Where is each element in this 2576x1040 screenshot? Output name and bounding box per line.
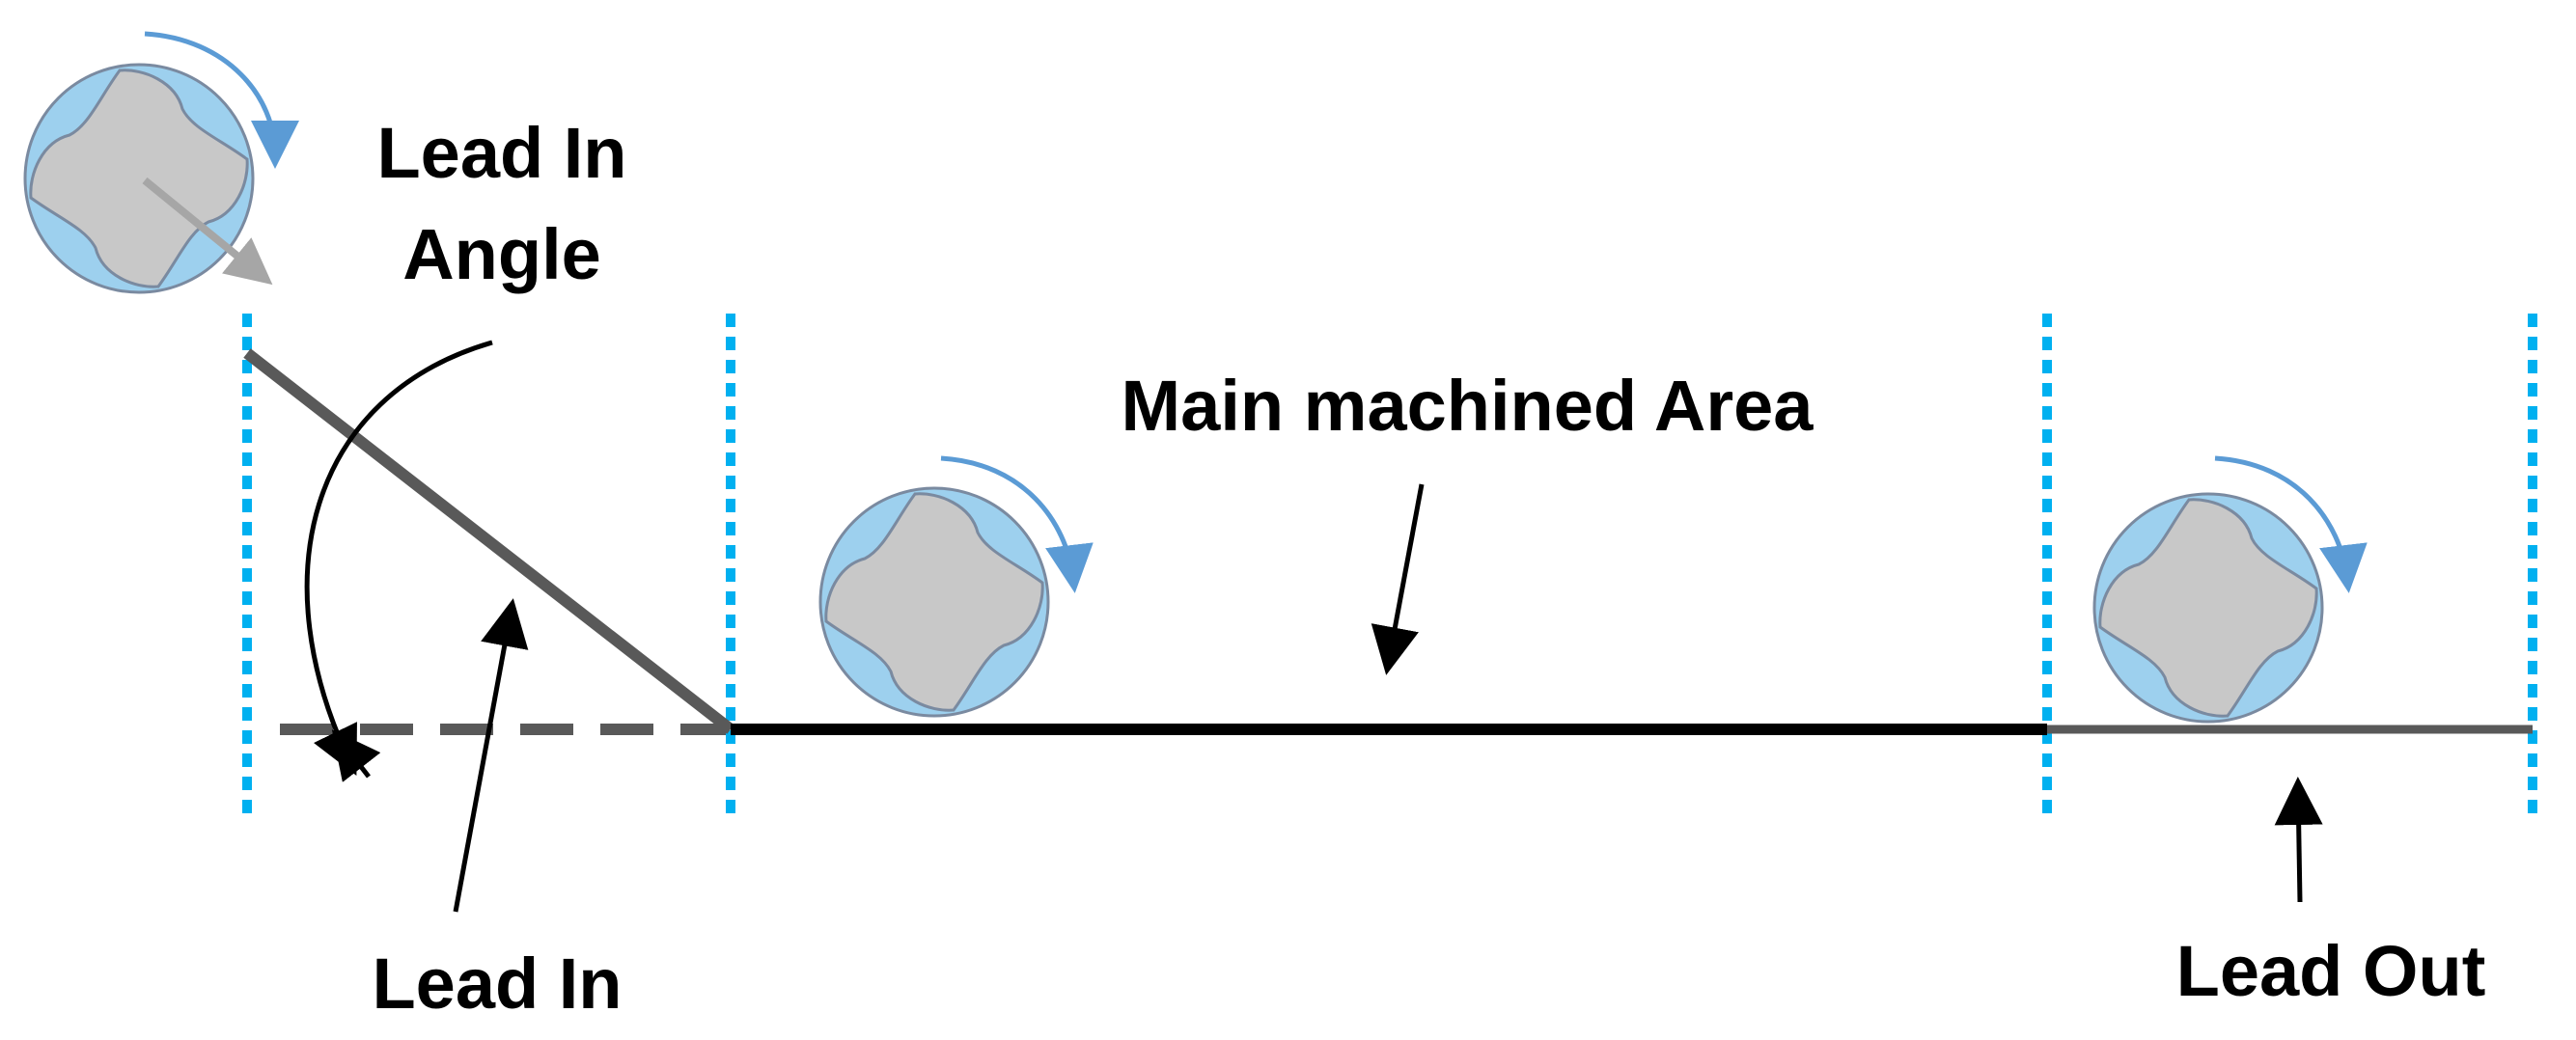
lead-in-angle-label-line2: Angle xyxy=(402,214,601,294)
lead-out-label: Lead Out xyxy=(2175,931,2486,1011)
rotation-arrow-icon xyxy=(940,455,1094,593)
lead-out-pointer-arrow xyxy=(2274,777,2323,903)
feed-direction-arrow-icon xyxy=(142,177,273,286)
main-area-pointer-arrow xyxy=(1371,483,1425,675)
lead-in-angle-label-line1: Lead In xyxy=(376,113,627,193)
lead-in-label: Lead In xyxy=(372,944,623,1024)
lead-in-ramp-path xyxy=(243,348,734,734)
end-mill-tool-icon xyxy=(2092,492,2324,724)
rotation-arrow-icon xyxy=(144,31,299,169)
rotation-arrow-icon xyxy=(2214,455,2368,593)
main-area-label: Main machined Area xyxy=(1121,366,1814,446)
end-mill-tool-icon xyxy=(818,486,1050,718)
lead-in-pointer-arrow xyxy=(453,598,529,913)
lead-in-angle-tick-arrow xyxy=(331,729,381,782)
end-mill-tool-icon xyxy=(23,63,255,294)
lead-in-angle-arc-arrow xyxy=(304,340,493,776)
